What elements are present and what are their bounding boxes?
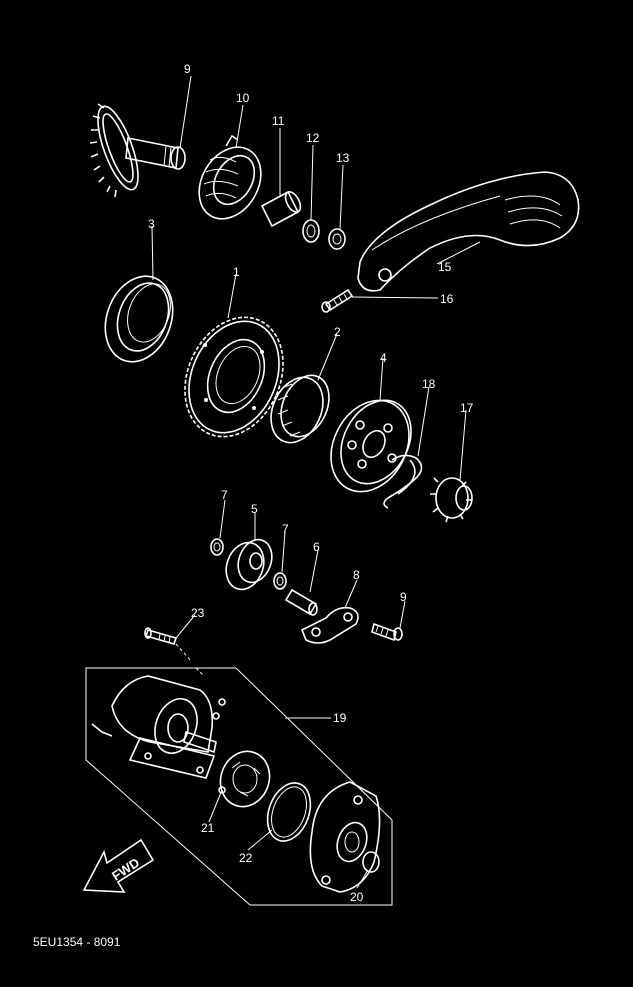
callout-18: 18	[422, 377, 436, 391]
part-1-wheel-gear	[184, 316, 284, 438]
part-11-spring	[198, 134, 262, 220]
part-9-bolt	[371, 622, 403, 642]
callout-10: 9	[184, 62, 191, 76]
callout-13: 12	[306, 131, 320, 145]
forward-direction-arrow: FWD	[82, 838, 155, 893]
callout-11: 10	[236, 91, 250, 105]
starter-motor	[91, 675, 226, 779]
part-15-kick-crank	[357, 171, 580, 292]
part-21-brush-holder	[218, 750, 271, 808]
housing-cover	[309, 781, 381, 893]
reference-code: 5EU1354 - 8091	[33, 935, 121, 949]
part-7-washer-a	[210, 538, 224, 556]
part-18-clip	[383, 454, 423, 509]
part-2-bearing	[270, 374, 330, 444]
part-6-shaft	[284, 588, 318, 616]
callout-16: 16	[440, 292, 454, 306]
callout-19: 19	[333, 711, 347, 725]
part-12-collar	[260, 190, 302, 228]
part-13-washer	[302, 219, 320, 243]
part-17-gear	[430, 477, 473, 523]
callout-12: 11	[272, 114, 285, 128]
callout-3: 3	[148, 217, 155, 231]
part-8-plate	[300, 606, 359, 644]
callout-labels: 9 10 11 12 13 3 15 1 16 2 4 18 17 7 5 7 …	[148, 62, 474, 904]
part-22-o-ring	[266, 782, 312, 842]
assembly-19-outline	[85, 667, 393, 906]
callout-23: 23	[191, 606, 205, 620]
part-5-idle-gear	[225, 538, 273, 591]
callout-8: 8	[353, 568, 360, 582]
callout-7b: 7	[282, 522, 289, 536]
callout-1: 1	[233, 265, 240, 279]
callout-6: 6	[313, 540, 320, 554]
callout-20: 20	[350, 890, 364, 904]
callout-14: 13	[336, 151, 350, 165]
callout-17: 17	[460, 401, 474, 415]
part-10-kick-gear	[89, 103, 186, 198]
callout-4: 4	[380, 351, 387, 365]
part-14-circlip	[328, 228, 346, 250]
part-16-bolt	[321, 288, 354, 313]
callout-5: 5	[251, 502, 258, 516]
leader-lines	[151, 75, 481, 889]
part-23-bolt	[144, 627, 178, 645]
part-3-oil-seal	[104, 275, 174, 363]
callout-7a: 7	[221, 488, 228, 502]
callout-15: 15	[438, 260, 452, 274]
callout-22: 22	[239, 851, 253, 865]
callout-9: 9	[400, 590, 407, 604]
part-4-starter-clutch	[330, 399, 412, 493]
callout-2: 2	[334, 325, 341, 339]
callout-21: 21	[201, 821, 215, 835]
part-7-washer-b	[273, 572, 287, 590]
part-20-oil-seal	[362, 851, 380, 873]
